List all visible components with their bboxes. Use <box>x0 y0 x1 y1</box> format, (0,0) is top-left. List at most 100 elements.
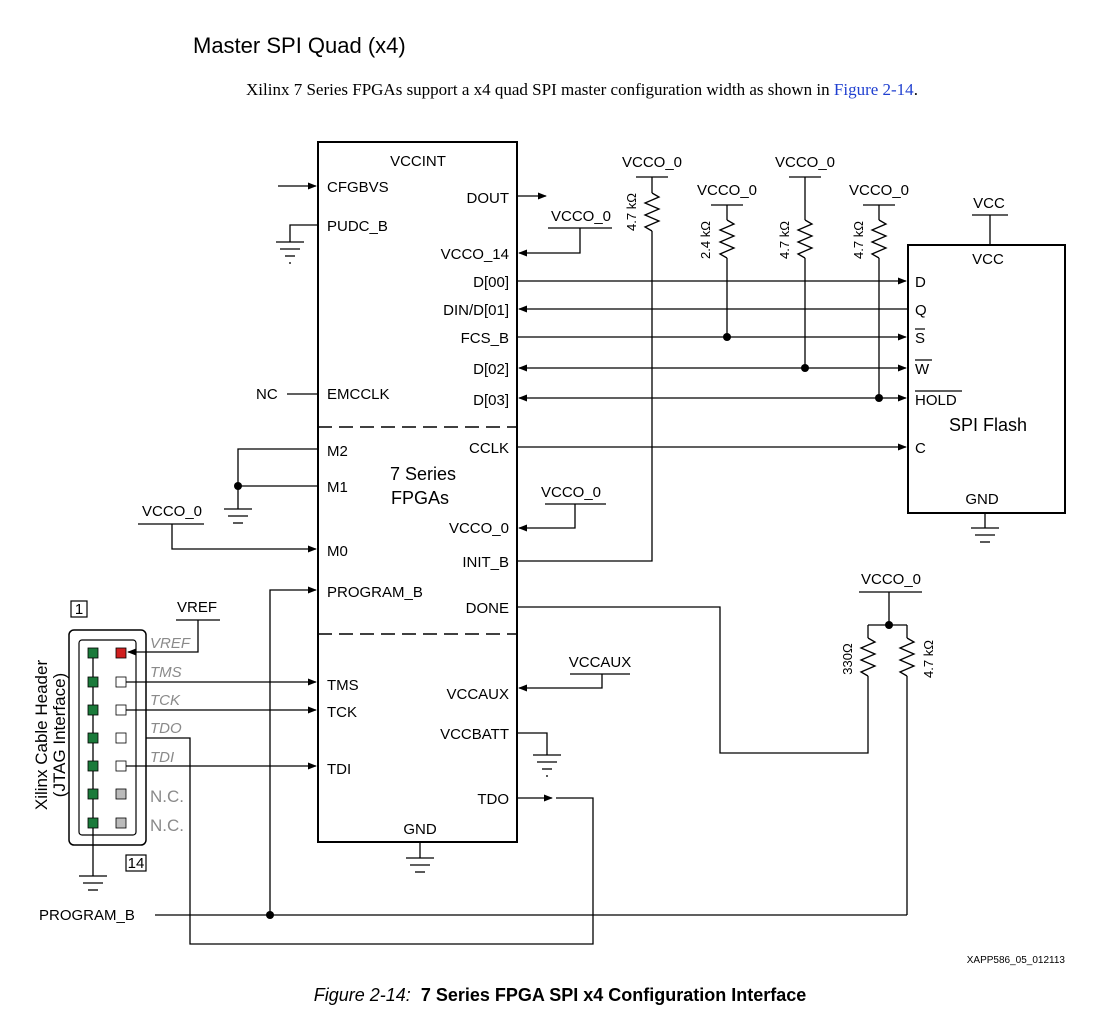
pin-vccaux: VCCAUX <box>446 686 509 703</box>
page-heading: Master SPI Quad (x4) <box>193 33 406 58</box>
resistor-r1 <box>643 192 661 232</box>
pin-program-b: PROGRAM_B <box>327 584 423 601</box>
jtag-nc2-label: N.C. <box>150 816 184 835</box>
caption-title: 7 Series FPGA SPI x4 Configuration Inter… <box>420 985 807 1005</box>
jtag-title-line1: Xilinx Cable Header <box>32 660 51 811</box>
ground-icon <box>79 875 107 891</box>
m0-vcco-label: VCCO_0 <box>142 503 202 520</box>
flash-pin-s: S <box>915 330 925 347</box>
pin-tdi: TDI <box>327 761 351 778</box>
ground-pins <box>87 647 99 829</box>
pin-1-marker <box>70 600 88 618</box>
pin-dout: DOUT <box>467 190 510 207</box>
figure-link[interactable]: Figure 2-14 <box>833 80 914 99</box>
pin-cfgbvs: CFGBVS <box>327 179 389 196</box>
jtag-nc1-label: N.C. <box>150 787 184 806</box>
caption-number: Figure 2-14: <box>313 985 411 1005</box>
tdo-pin <box>115 732 127 744</box>
pin-m2: M2 <box>327 443 348 460</box>
done-rail-label: VCCO_0 <box>861 571 921 588</box>
r5-value: 330Ω <box>840 643 855 675</box>
flash-vcc-rail-label: VCC <box>973 195 1005 212</box>
r2-value: 2.4 kΩ <box>698 221 713 259</box>
resistor-r6 <box>898 637 916 677</box>
fpga-block <box>317 141 518 843</box>
r4-rail-label: VCCO_0 <box>849 182 909 199</box>
intro-end: . <box>913 80 918 99</box>
resistor-r4 <box>870 219 888 259</box>
ground-icon <box>533 754 561 777</box>
vcco0-rail-label: VCCO_0 <box>541 484 601 501</box>
pin-d02: D[02] <box>473 361 509 378</box>
pin-14-label: 14 <box>128 855 145 872</box>
flash-vcc-label: VCC <box>972 251 1004 268</box>
nc-pin-2 <box>115 817 127 829</box>
pin-tms: TMS <box>327 677 359 694</box>
ground-icon <box>276 241 304 264</box>
fpga-name-line1: 7 Series <box>390 464 456 484</box>
ground-icon <box>406 842 434 873</box>
r1-value: 4.7 kΩ <box>624 193 639 231</box>
pin-m0: M0 <box>327 543 348 560</box>
pin-init-b: INIT_B <box>462 554 509 571</box>
pin-fcs-b: FCS_B <box>461 330 509 347</box>
pin-d03: D[03] <box>473 392 509 409</box>
jtag-vref-label: VREF <box>150 635 191 652</box>
flash-name: SPI Flash <box>949 415 1027 435</box>
r4-value: 4.7 kΩ <box>851 221 866 259</box>
jtag-title-line2: (JTAG Interface) <box>50 673 69 797</box>
resistor-r3 <box>796 219 814 259</box>
pin-din-d01: DIN/D[01] <box>443 302 509 319</box>
flash-gnd-label: GND <box>965 491 999 508</box>
pin-tck: TCK <box>327 704 357 721</box>
vccaux-rail-label: VCCAUX <box>569 654 632 671</box>
ground-icon <box>224 508 252 524</box>
pin-vcco-0: VCCO_0 <box>449 520 509 537</box>
tms-pin <box>115 676 127 688</box>
flash-pin-d: D <box>915 274 926 291</box>
program-b-net-label: PROGRAM_B <box>39 907 135 924</box>
jtag-tdi-label: TDI <box>150 749 174 766</box>
vref-pin <box>115 647 127 659</box>
pin-vccbatt: VCCBATT <box>440 726 509 743</box>
r1-rail-label: VCCO_0 <box>622 154 682 171</box>
fpga-name-line2: FPGAs <box>391 488 449 508</box>
pin-tdo: TDO <box>477 791 509 808</box>
nc-pin-1 <box>115 788 127 800</box>
fpga-vccint-label: VCCINT <box>390 153 446 170</box>
flash-pin-hold: HOLD <box>915 392 957 409</box>
tck-pin <box>115 704 127 716</box>
pin-d00: D[00] <box>473 274 509 291</box>
tdi-pin <box>115 760 127 772</box>
pin-pudc-b: PUDC_B <box>327 218 388 235</box>
jtag-tdo-label: TDO <box>150 720 182 737</box>
r2-rail-label: VCCO_0 <box>697 182 757 199</box>
resistor-r2 <box>718 219 736 259</box>
pin-1-label: 1 <box>75 601 83 618</box>
figure-caption: Figure 2-14: 7 Series FPGA SPI x4 Configu… <box>0 985 1120 1006</box>
emcclk-nc-label: NC <box>256 386 278 403</box>
xapp-reference: XAPP586_05_012113 <box>967 955 1066 966</box>
flash-pin-c: C <box>915 440 926 457</box>
jtag-tms-label: TMS <box>150 664 182 681</box>
flash-pin-w: W <box>915 361 930 378</box>
spi-flash-block <box>907 244 1066 514</box>
vcco14-rail-label: VCCO_0 <box>551 208 611 225</box>
pin-cclk: CCLK <box>469 440 509 457</box>
resistor-r5 <box>859 637 877 677</box>
pin-emcclk: EMCCLK <box>327 386 390 403</box>
intro-text: Xilinx 7 Series FPGAs support a x4 quad … <box>246 80 834 99</box>
r3-rail-label: VCCO_0 <box>775 154 835 171</box>
intro-paragraph: Xilinx 7 Series FPGAs support a x4 quad … <box>246 80 918 100</box>
flash-pin-q: Q <box>915 302 927 319</box>
r6-value: 4.7 kΩ <box>921 640 936 678</box>
ground-icon <box>971 513 999 543</box>
r3-value: 4.7 kΩ <box>777 221 792 259</box>
jtag-header <box>68 629 147 846</box>
pin-14-marker <box>125 854 147 872</box>
pin-done: DONE <box>466 600 509 617</box>
pin-vcco-14: VCCO_14 <box>441 246 509 263</box>
fpga-gnd-label: GND <box>403 821 437 838</box>
pin-m1: M1 <box>327 479 348 496</box>
